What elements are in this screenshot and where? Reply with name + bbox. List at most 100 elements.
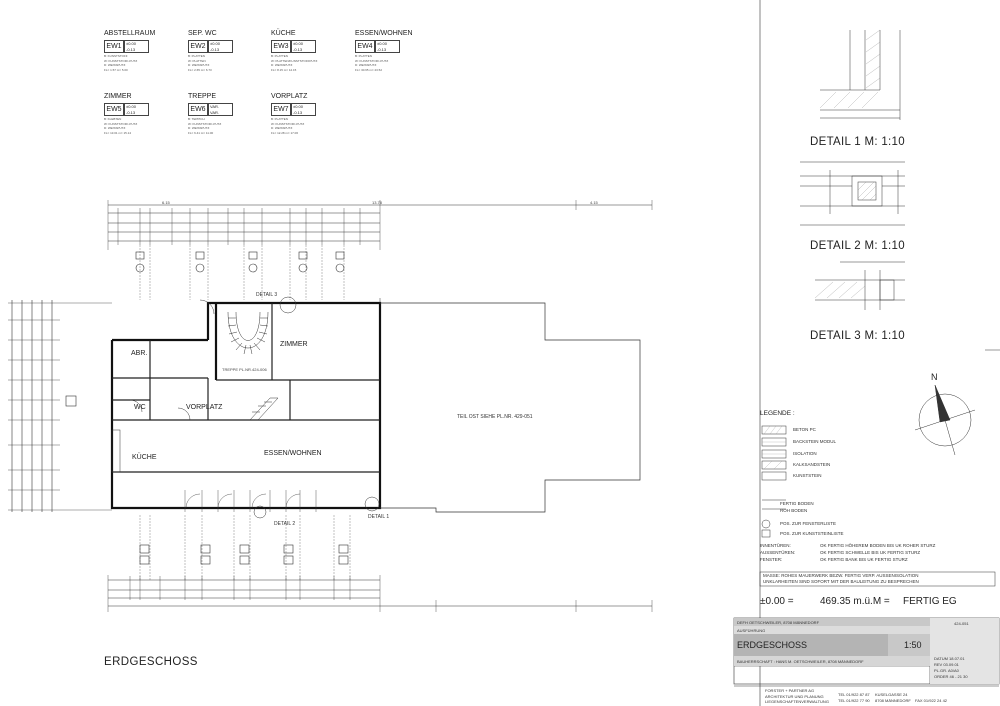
room-spec-line: B: PLATTEN — [271, 117, 288, 121]
room-name: SEP. WC — [188, 30, 217, 37]
legend-pos: POS. ZUR KUNSTSTEINLISTE — [780, 531, 844, 536]
note-label: INNENTÜREN: — [760, 543, 791, 548]
room-spec-line: FL= 30.65 m= 23.52 — [355, 67, 383, 72]
room-label-kueche: KÜCHE — [132, 454, 157, 461]
legend-item: KALKSANDSTEIN — [793, 462, 831, 467]
tb-fax: FAX 01/922 24 42 — [915, 698, 948, 703]
tb-tel: TEL 01/922 87 87 — [838, 692, 870, 697]
room-name: ZIMMER — [104, 93, 132, 100]
detail-2-title: DETAIL 2 M: 1:10 — [810, 240, 905, 252]
room-spec-line: FL= 12.28 m= 17.06 — [271, 130, 299, 135]
room-spec-line: W: KUNSTSTOFF-PUTZ — [104, 58, 138, 63]
room-spec-line: W: KUNSTSTOFF-PUTZ — [271, 121, 305, 126]
room-label-essen: ESSEN/WOHNEN — [264, 450, 322, 457]
room-spec-line: D: WEISSPUTZ — [271, 63, 293, 67]
detail-3-title: DETAIL 3 M: 1:10 — [810, 330, 905, 342]
room-level: ±0.00 — [293, 41, 303, 46]
masse-note: UNKLARHEITEN SIND SOFORT MIT DER BAULEIT… — [763, 579, 919, 584]
room-spec-line: D: WEISSPUTZ — [355, 63, 377, 67]
room-levels: ±0.00-0.13 — [124, 40, 149, 53]
room-label-vorplatz: VORPLATZ — [186, 404, 223, 411]
tb-firm: FORSTER + PARTNER AG — [765, 688, 815, 693]
tb-address: KUSELGASSE 24 — [875, 692, 908, 697]
room-level: -0.13 — [293, 46, 303, 52]
elevation-left: ±0.00 = — [760, 596, 794, 607]
room-label-abr: ABR. — [131, 350, 148, 357]
note-label: AUSSENTÜREN: — [760, 550, 796, 555]
room-spec-line: FL= 13.01 m= 15.14 — [104, 130, 132, 135]
room-spec-line: FL= 2.65 m= 6.73 — [188, 67, 212, 72]
room-spec-line: B: TEPPICH — [188, 117, 205, 121]
dim-top-total: 13.78 — [372, 200, 383, 205]
room-spec-line: FL= 1.57 m= 5.00 — [104, 67, 128, 72]
room-level: ±0.00 — [210, 41, 220, 46]
room-level: -0.13 — [126, 46, 136, 52]
room-spec-line: FL= 6.41 m= 11.00 — [188, 130, 214, 135]
room-name: VORPLATZ — [271, 93, 308, 100]
legend-item: KUNSTSTEIN — [793, 473, 822, 478]
tb-date: PL.GR. A0/A0 — [934, 668, 959, 673]
room-levels: VAR.VAR. — [208, 103, 233, 116]
north-arrow-label: N — [931, 372, 938, 382]
room-levels: ±0.00-0.13 — [291, 40, 316, 53]
masse-note: MASSE: ROHES MAUERWERK BEZW. FERTIG VERP… — [763, 573, 919, 578]
legend-line: ROH BODEN — [780, 508, 808, 513]
room-level: -0.13 — [293, 109, 303, 115]
tb-name: ERDGESCHOSS — [737, 640, 808, 650]
tb-project: DEFH OETSCHWEILER, 8708 MÄNNEDORF — [737, 620, 820, 625]
tb-firm: LIEGENSCHAFTENVERWALTUNG — [765, 699, 829, 704]
room-spec-line: W: KUNSTSTOFF-PUTZ — [355, 58, 389, 63]
dim-top-b: 4.15 — [590, 200, 598, 205]
legend-item: BACKSTEIN MODUL — [793, 439, 837, 444]
room-level: -0.13 — [210, 46, 220, 52]
note-text: OK FERTIG HÖHEREM BODEN BIS UK ROHER STU… — [820, 543, 936, 548]
room-level: VAR. — [210, 109, 220, 115]
elevation-right: FERTIG EG — [903, 596, 957, 607]
room-spec-line: W: KUNSTSTOFF-PUTZ — [104, 121, 138, 126]
east-part-note: TEIL OST SIEHE PL.NR. 429-051 — [457, 414, 533, 420]
room-spec-line: B: PLATTEN — [355, 54, 372, 58]
room-spec-line: B: PLATTEN — [271, 54, 288, 58]
elevation-mid: 469.35 m.ü.M = — [820, 596, 890, 607]
room-name: ESSEN/WOHNEN — [355, 30, 413, 37]
detail-1-ref: DETAIL 1 — [368, 514, 390, 520]
room-levels: ±0.00-0.13 — [208, 40, 233, 53]
room-level: ±0.00 — [126, 41, 136, 46]
room-spec-line: W: PLATTEN/KUNSTSTOFFPUTZ — [271, 58, 318, 63]
room-label-zimmer: ZIMMER — [280, 341, 308, 348]
room-code: EW7 — [271, 103, 291, 116]
room-spec-line: W: KUNSTSTOFF-PUTZ — [188, 121, 222, 126]
room-spec-line: B: KUNSTSTOFF — [104, 54, 128, 58]
legend-item: ISOLATION — [793, 451, 817, 456]
dim-top-a: 6.15 — [162, 200, 170, 205]
room-level: ±0.00 — [126, 104, 136, 109]
stair-note: TREPPE PL.NR.424-006 — [222, 367, 267, 372]
tb-client: BAUHERRSCHAFT : HANS M. OETSCHWEILER, 87… — [737, 659, 864, 664]
tb-firm: ARCHITEKTUR UND PLANUNG — [765, 694, 824, 699]
room-code: EW3 — [271, 40, 291, 53]
room-spec-line: D: WEISSPUTZ — [104, 63, 126, 67]
room-level: ±0.00 — [377, 41, 387, 46]
note-text: OK FERTIG BANK BIS UK FERTIG STURZ — [820, 557, 908, 562]
tb-address: 8708 MÄNNEDORF — [875, 698, 911, 703]
legend-pos: POS. ZUR FENSTERLISTE — [780, 521, 837, 526]
room-name: KÜCHE — [271, 30, 296, 37]
legend-title: LEGENDE : — [760, 410, 795, 417]
detail-2-ref: DETAIL 2 — [274, 521, 296, 527]
room-level: -0.13 — [126, 109, 136, 115]
room-label-wc: WC — [134, 404, 146, 411]
room-code: EW1 — [104, 40, 124, 53]
room-code: EW5 — [104, 103, 124, 116]
plan-title: ERDGESCHOSS — [104, 656, 198, 668]
room-code: EW4 — [355, 40, 375, 53]
note-text: OK FERTIG SCHWELLE BIS UK FERTIG STURZ — [820, 550, 921, 555]
room-levels: ±0.00-0.13 — [291, 103, 316, 116]
legend-item: BETON PC — [793, 427, 816, 432]
room-name: TREPPE — [188, 93, 217, 100]
room-code: EW2 — [188, 40, 208, 53]
